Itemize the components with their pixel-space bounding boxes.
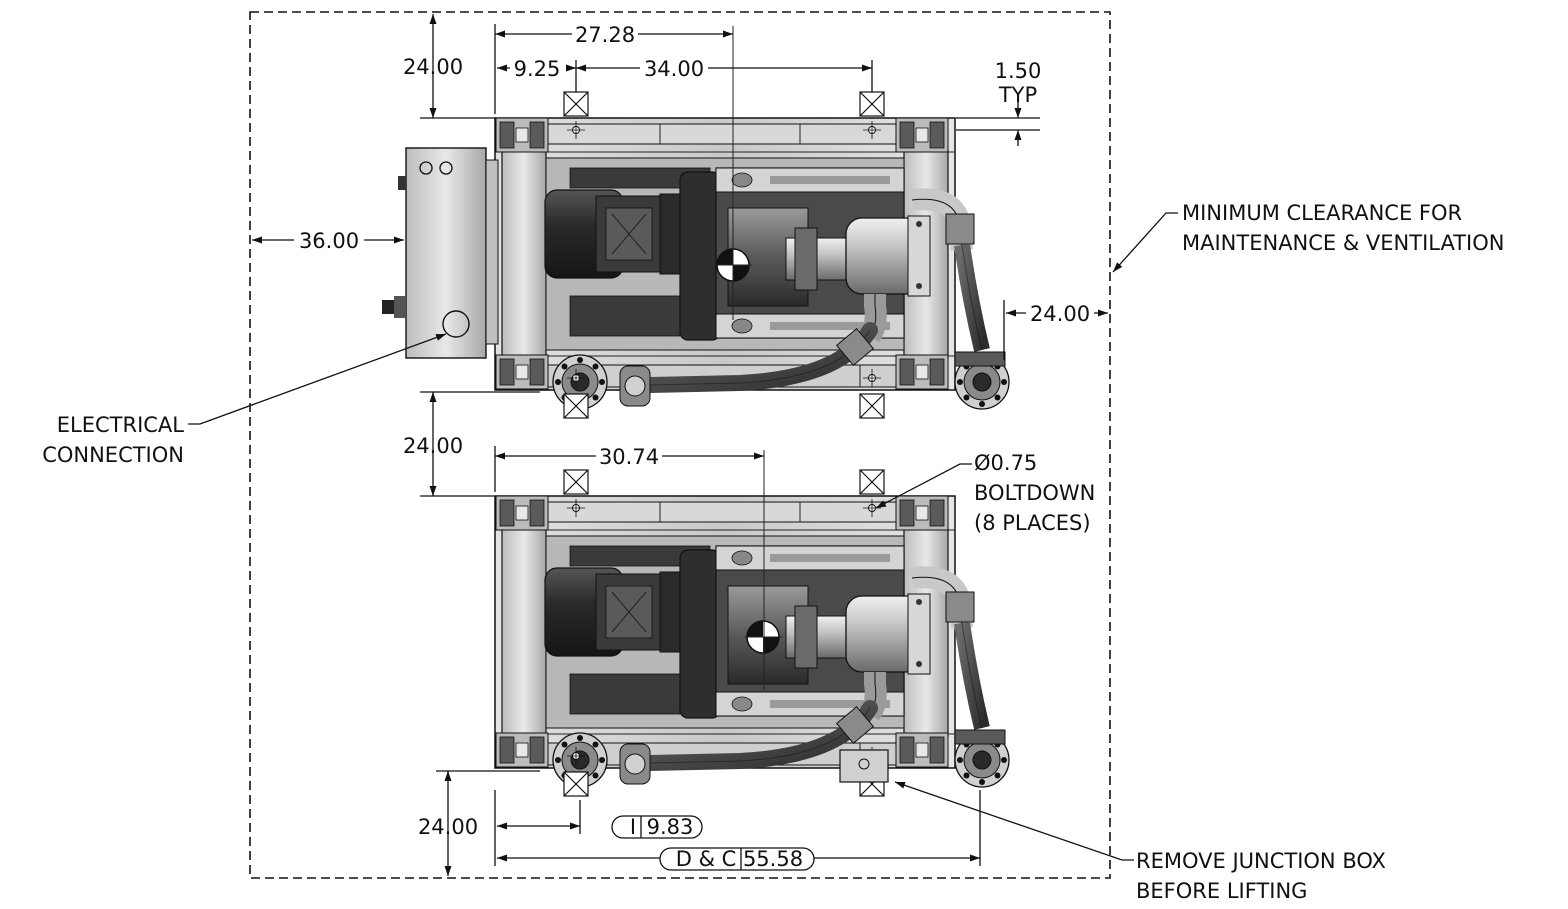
note-electrical-line2: CONNECTION bbox=[42, 443, 184, 467]
dim-36-00: 36.00 bbox=[299, 229, 359, 253]
lifting-point-icon bbox=[859, 393, 885, 419]
dim-dc-label: D & C bbox=[676, 847, 737, 871]
dim-24-00-right: 24.00 bbox=[1030, 302, 1090, 326]
dim-9-25: 9.25 bbox=[514, 57, 561, 81]
dim-9-83: 9.83 bbox=[647, 815, 694, 839]
reference-callout bbox=[659, 847, 815, 871]
upper-unit bbox=[382, 91, 1009, 419]
dim-55-58: 55.58 bbox=[743, 847, 803, 871]
dim-1-50: 1.50 bbox=[995, 59, 1042, 83]
note-junction-line2: BEFORE LIFTING bbox=[1136, 879, 1307, 903]
lifting-point-icon bbox=[859, 469, 885, 495]
dim-34-00: 34.00 bbox=[644, 57, 704, 81]
note-junction-line1: REMOVE JUNCTION BOX bbox=[1136, 849, 1386, 873]
junction-box bbox=[405, 147, 487, 359]
dim-24-00-top: 24.00 bbox=[403, 55, 463, 79]
note-bolt-line2: BOLTDOWN bbox=[974, 481, 1095, 505]
note-bolt-line1: Ø0.75 bbox=[974, 451, 1037, 475]
dim-24-00-bottom: 24.00 bbox=[418, 815, 478, 839]
note-clearance-line1: MINIMUM CLEARANCE FOR bbox=[1182, 201, 1462, 225]
dim-30-74: 30.74 bbox=[599, 445, 659, 469]
lifting-point-icon bbox=[859, 91, 885, 117]
inspection-callout bbox=[611, 815, 703, 839]
leader-lines bbox=[188, 212, 1178, 861]
lifting-point-icon bbox=[563, 91, 589, 117]
note-clearance-line2: MAINTENANCE & VENTILATION bbox=[1182, 231, 1504, 255]
dimension-text: 27.28 9.25 34.00 1.50 TYP 24.00 36.00 24… bbox=[299, 23, 1090, 871]
lower-unit bbox=[495, 469, 1009, 797]
dimension-lines bbox=[252, 13, 1108, 876]
lifting-point-icon bbox=[563, 771, 589, 797]
dim-i-label: I bbox=[630, 815, 636, 839]
dim-27-28: 27.28 bbox=[575, 23, 635, 47]
lifting-point-icon bbox=[563, 469, 589, 495]
clearance-boundary bbox=[249, 11, 1111, 879]
lifting-point-icon bbox=[563, 393, 589, 419]
dim-typ-label: TYP bbox=[998, 83, 1037, 107]
notes: MINIMUM CLEARANCE FOR MAINTENANCE & VENT… bbox=[42, 201, 1504, 903]
dim-24-00-mid: 24.00 bbox=[403, 434, 463, 458]
note-electrical-line1: ELECTRICAL bbox=[57, 413, 185, 437]
note-bolt-line3: (8 PLACES) bbox=[974, 511, 1091, 535]
